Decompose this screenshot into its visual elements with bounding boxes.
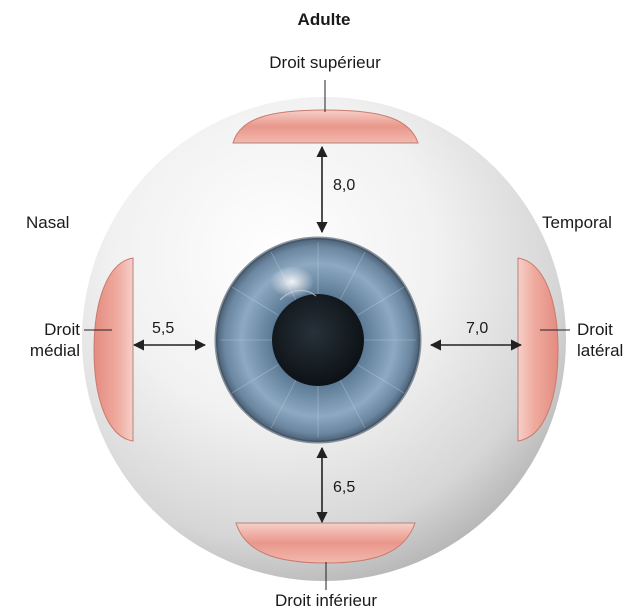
measurement-medial: 5,5: [152, 319, 174, 339]
label-lateral-line2: latéral: [577, 340, 623, 361]
label-superior-rectus: Droit supérieur: [269, 52, 381, 73]
diagram-title: Adulte: [298, 9, 351, 30]
label-nasal: Nasal: [26, 212, 69, 233]
label-lateral-rectus: Droit latéral: [577, 319, 623, 361]
label-medial-rectus: Droit médial: [12, 319, 80, 361]
label-lateral-line1: Droit: [577, 319, 623, 340]
measurement-inferior: 6,5: [333, 478, 355, 498]
label-medial-line1: Droit: [12, 319, 80, 340]
label-medial-line2: médial: [12, 340, 80, 361]
measurement-lateral: 7,0: [466, 319, 488, 339]
corneal-reflection: [270, 266, 314, 298]
pupil: [272, 294, 364, 386]
label-temporal: Temporal: [542, 212, 612, 233]
measurement-superior: 8,0: [333, 176, 355, 196]
label-inferior-rectus: Droit inférieur: [275, 590, 377, 611]
